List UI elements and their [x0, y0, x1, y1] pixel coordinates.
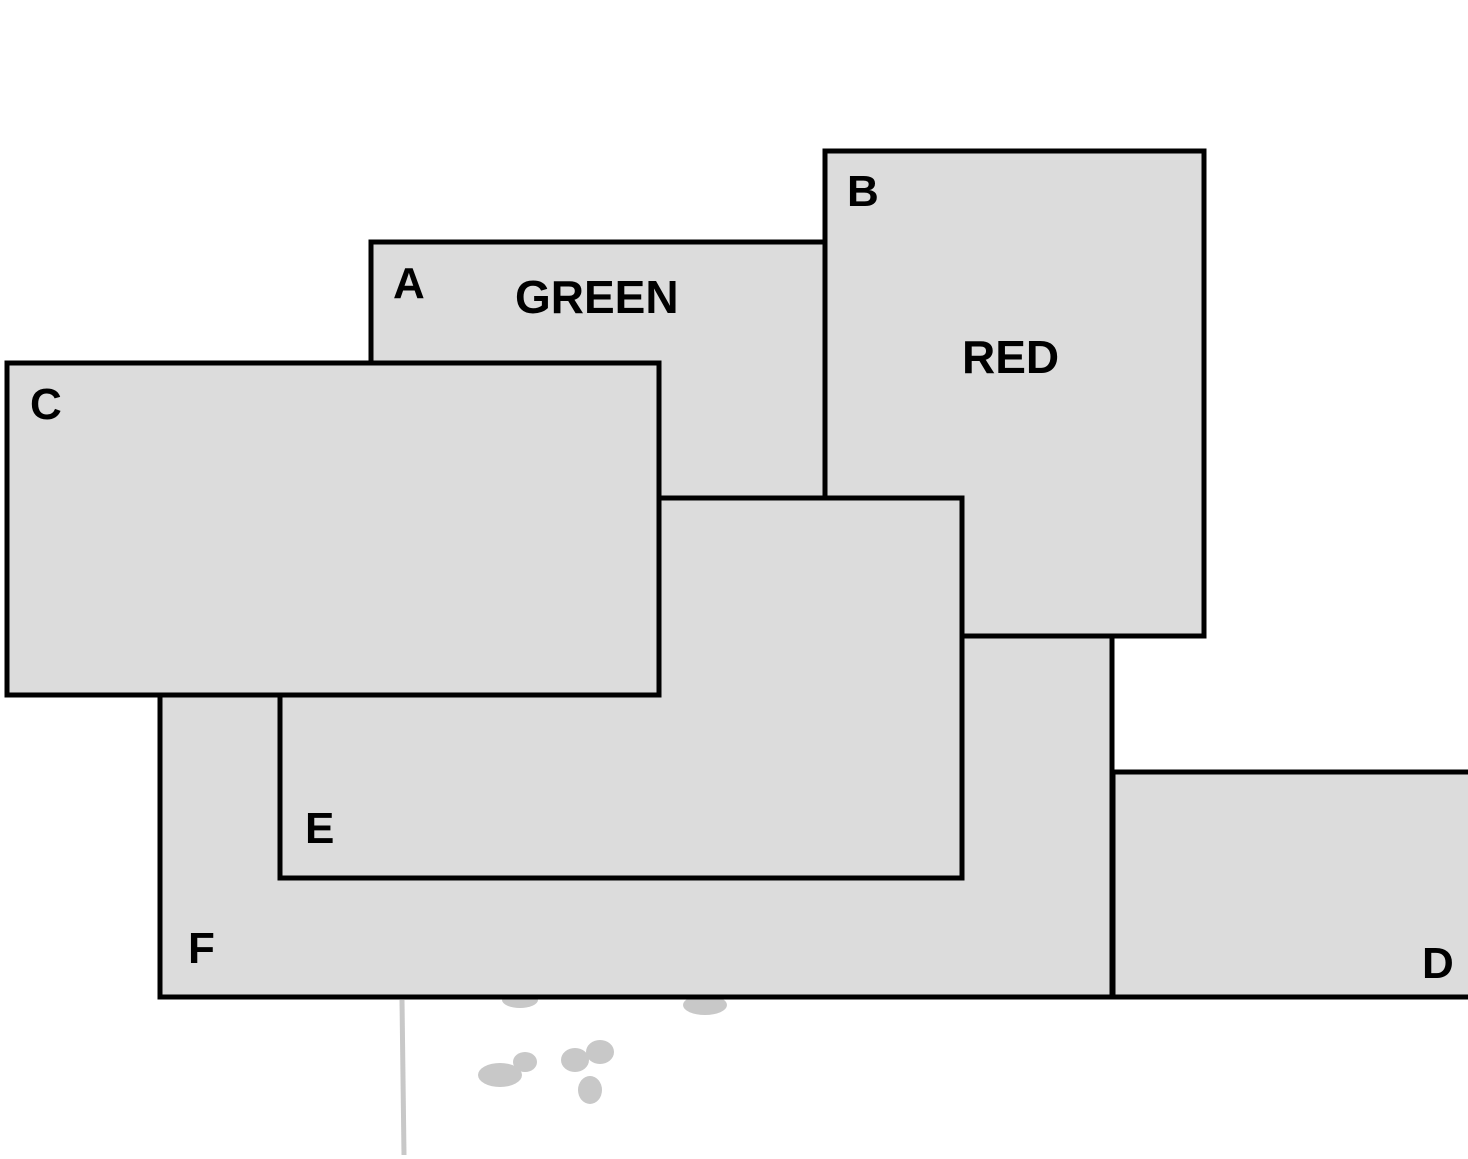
rectangle-e-label: E	[305, 804, 334, 853]
rectangle-c: C	[4, 360, 662, 698]
rectangle-a-word: GREEN	[515, 271, 679, 323]
rectangle-f-label: F	[188, 924, 215, 973]
rectangle-d: D	[1110, 769, 1468, 1000]
rectangle-a-label: A	[393, 259, 425, 308]
rectangle-b-label: B	[847, 167, 879, 216]
rectangle-b-word: RED	[962, 331, 1059, 383]
rectangle-c-label: C	[30, 380, 62, 429]
rectangle-d-label: D	[1422, 939, 1454, 988]
